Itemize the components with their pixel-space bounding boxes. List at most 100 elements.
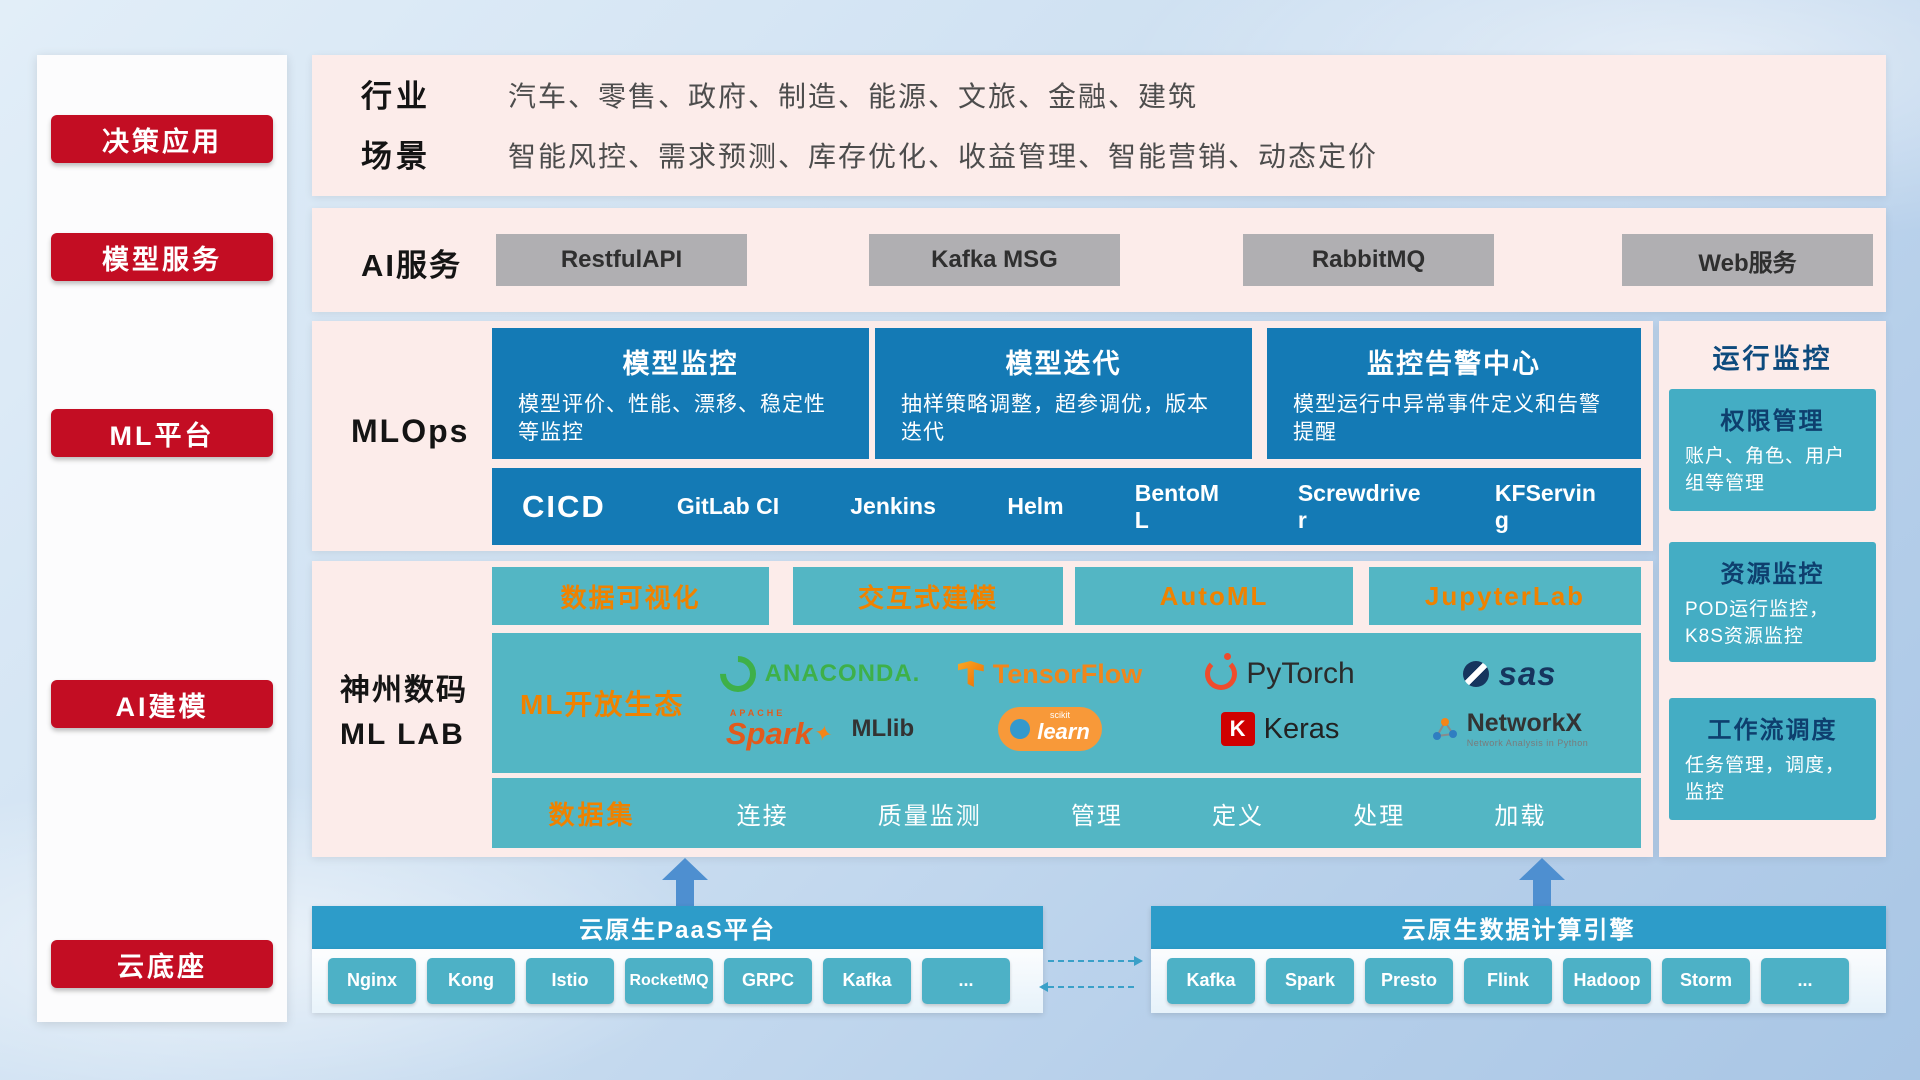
dashed-arrow-left [1039,982,1134,992]
spark-star-icon: ✦ [811,718,835,748]
ai-service-panel: AI服务 RestfulAPI Kafka MSG RabbitMQ Web服务 [312,208,1886,312]
pytorch-flame-dot [1223,653,1231,660]
sas-icon [1463,661,1490,687]
cicd-tool-jenkins: Jenkins [850,493,936,520]
anaconda-text: ANACONDA. [764,660,921,687]
card-model-iteration: 模型迭代 抽样策略调整，超参调优，版本迭代 [875,328,1252,459]
service-restfulapi: RestfulAPI [496,234,747,286]
pytorch-icon [1205,653,1238,690]
dashed-arrow-right [1048,956,1143,966]
networkx-subtitle: Network Analysis in Python [1466,738,1589,749]
card-title: 工作流调度 [1707,717,1838,744]
card-title: 监控告警中心 [1367,349,1541,379]
run-monitoring-title: 运行监控 [1712,344,1833,374]
data-engine-header: 云原生数据计算引擎 [1151,906,1886,949]
dataset-bar: 数据集 连接 质量监测 管理 定义 处理 加载 [492,778,1641,848]
service-kafka-msg: Kafka MSG [869,234,1120,286]
feature-interactive-modeling: 交互式建模 [793,567,1063,625]
ml-lab-label-line2: ML LAB [340,717,465,751]
card-title: 权限管理 [1720,408,1825,435]
industry-list: 汽车、零售、政府、制造、能源、文旅、金融、建筑 [508,81,1199,112]
scene-list: 智能风控、需求预测、库存优化、收益管理、智能营销、动态定价 [508,141,1379,172]
paas-item-kong: Kong [427,958,515,1004]
dataset-item-quality: 质量监测 [877,802,982,830]
card-desc: POD运行监控，K8S资源监控 [1685,599,1830,647]
mlops-panel: MLOps 模型监控 模型评价、性能、漂移、稳定性等监控 模型迭代 抽样策略调整… [312,321,1653,551]
cicd-tool-gitlab-ci: GitLab CI [676,493,780,520]
mlops-label: MLOps [351,413,470,449]
dataset-item-connect: 连接 [736,802,789,830]
ml-lab-label: 神州数码 ML LAB [340,669,468,756]
sidebar-item-cloud-base: 云底座 [51,940,273,988]
card-title: 模型监控 [622,349,739,379]
card-model-monitoring: 模型监控 模型评价、性能、漂移、稳定性等监控 [492,328,869,459]
feature-jupyterlab: JupyterLab [1369,567,1641,625]
engine-chip-strip: Kafka Spark Presto Flink Hadoop Storm ..… [1151,949,1886,1013]
spark-apache-text: APACHE [729,708,786,718]
dataset-item-manage: 管理 [1070,802,1123,830]
networkx-logo: NetworkX Network Analysis in Python [1432,709,1589,748]
paas-item-rocketmq: RocketMQ [625,958,713,1004]
spark-logo: APACHE Spark ✦ [725,708,835,751]
sidebar-item-model-service: 模型服务 [51,233,273,281]
cicd-bar: CICD GitLab CI Jenkins Helm BentoML Scre… [492,468,1641,545]
feature-data-visualization: 数据可视化 [492,567,769,625]
paas-item-grpc: GRPC [724,958,812,1004]
scikit-text: scikit [1050,710,1070,720]
card-alert-center: 监控告警中心 模型运行中异常事件定义和告警提醒 [1267,328,1641,459]
paas-item-more: ... [922,958,1010,1004]
cicd-tool-kfserving: KFServing [1494,480,1596,533]
keras-text: Keras [1263,712,1340,745]
service-web: Web服务 [1622,234,1873,286]
cicd-tool-bentoml: BentoML [1134,480,1220,533]
tensorflow-logo: TensorFlow [957,659,1142,690]
run-monitoring-panel: 运行监控 权限管理 账户、角色、用户组等管理 资源监控 POD运行监控，K8S资… [1659,321,1886,857]
card-desc: 抽样策略调整，超参调优，版本迭代 [901,393,1209,445]
dataset-item-process: 处理 [1353,802,1406,830]
card-desc: 任务管理，调度，监控 [1685,755,1846,803]
scikit-learn-logo: scikit learn [998,707,1102,751]
cicd-tool-screwdriver: Screwdriver [1297,480,1421,533]
card-title: 模型迭代 [1005,349,1122,379]
engine-item-hadoop: Hadoop [1563,958,1651,1004]
card-desc: 模型运行中异常事件定义和告警提醒 [1293,393,1601,445]
card-desc: 账户、角色、用户组等管理 [1685,446,1846,494]
engine-item-presto: Presto [1365,958,1453,1004]
eco-label: ML开放生态 [520,689,685,720]
paas-item-kafka: Kafka [823,958,911,1004]
card-desc: 模型评价、性能、漂移、稳定性等监控 [518,393,826,445]
ai-service-label: AI服务 [361,248,462,283]
spark-text: Spark [725,716,813,751]
engine-item-spark: Spark [1266,958,1354,1004]
dataset-label: 数据集 [548,799,636,830]
keras-icon: K [1220,712,1255,746]
engine-item-storm: Storm [1662,958,1750,1004]
card-resource-monitoring: 资源监控 POD运行监控，K8S资源监控 [1669,542,1876,662]
dataset-items: 连接 质量监测 管理 定义 处理 加载 [692,796,1591,831]
mllib-text: MLlib [851,715,915,742]
sidebar-item-ai-modeling: AI建模 [51,680,273,728]
ml-lab-panel: 神州数码 ML LAB 数据可视化 交互式建模 AutoML JupyterLa… [312,561,1653,857]
dataset-item-load: 加载 [1494,802,1547,830]
tensorflow-icon [957,661,984,687]
sas-logo: sas [1463,655,1556,693]
sidebar-item-ml-platform: ML平台 [51,409,273,457]
card-permission-management: 权限管理 账户、角色、用户组等管理 [1669,389,1876,511]
pytorch-logo: PyTorch [1205,653,1355,691]
cicd-label: CICD [522,488,606,524]
scikit-learn-circle [1010,719,1031,739]
paas-item-istio: Istio [526,958,614,1004]
learn-text: learn [1037,719,1090,744]
scikit-learn-icon: scikit learn [998,707,1102,751]
left-category-sidebar: 决策应用 模型服务 ML平台 AI建模 云底座 [37,55,287,1022]
cicd-tool-helm: Helm [1007,493,1064,520]
sidebar-item-decision-apps: 决策应用 [51,115,273,163]
keras-logo: K Keras [1220,712,1340,746]
networkx-icon [1432,718,1457,740]
engine-item-more: ... [1761,958,1849,1004]
up-arrow-left [662,858,708,907]
up-arrow-right [1519,858,1565,907]
engine-item-kafka: Kafka [1167,958,1255,1004]
eco-logo-grid: ANACONDA. TensorFlow PyTorch sas APACHE [705,648,1641,751]
